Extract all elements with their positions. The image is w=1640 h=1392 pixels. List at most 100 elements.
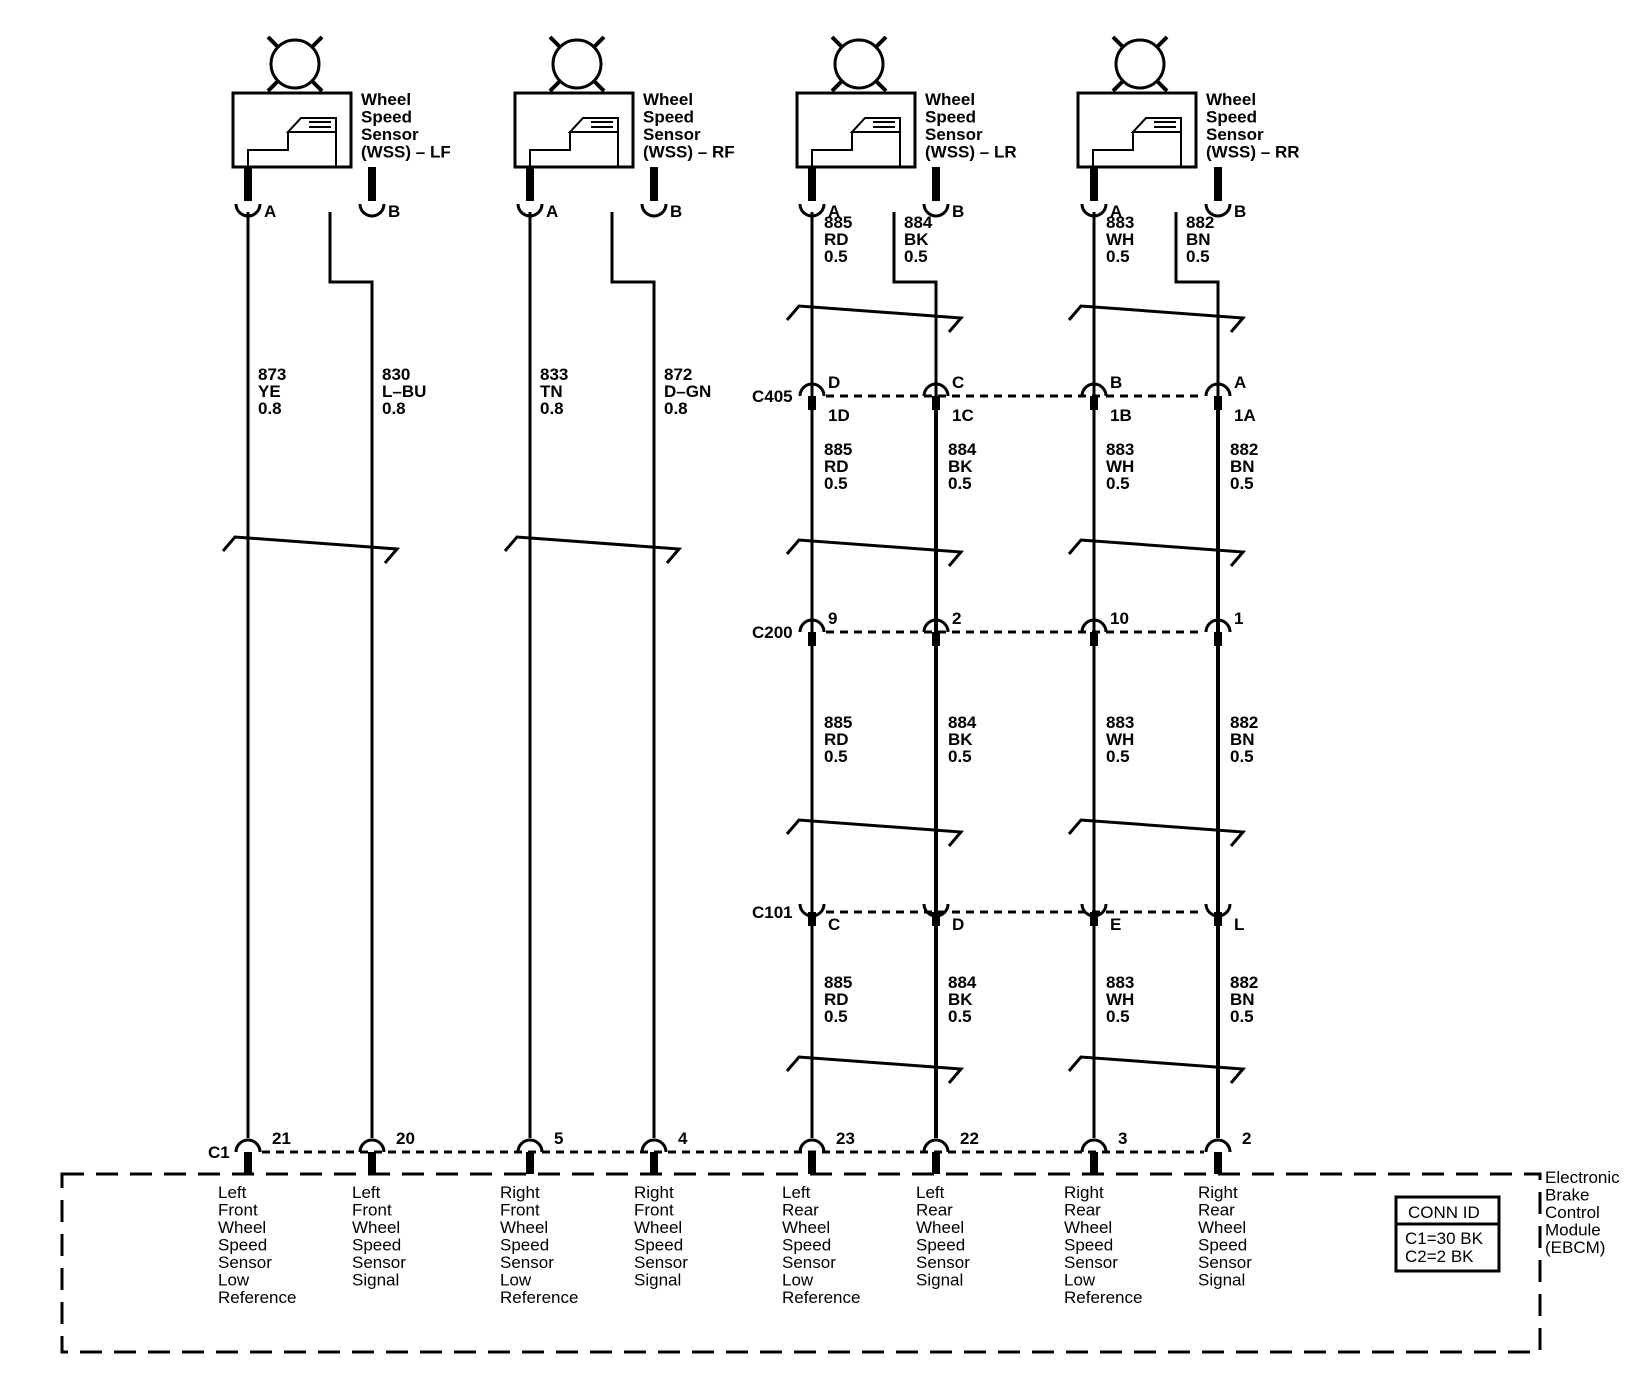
pin-function-label: Sensor: [1064, 1253, 1118, 1272]
sensor-title-line: (WSS) – RF: [643, 143, 735, 162]
sensor-pin-label: B: [952, 202, 964, 221]
wire-gauge-label: 0.8: [664, 399, 688, 418]
pin-function-label: Wheel: [1198, 1218, 1246, 1237]
connector-pin-label: A: [1234, 373, 1246, 392]
connector-pin-label: C: [828, 915, 840, 934]
pin-function-label: Sensor: [916, 1253, 970, 1272]
connector-pin-label: 2: [952, 609, 961, 628]
connector-pin-icon: [1204, 382, 1232, 397]
sensor-box: [1076, 91, 1198, 169]
pin-function-label: Signal: [634, 1271, 681, 1290]
wire-gauge-label: 0.5: [1106, 474, 1130, 493]
pin-function-label: Wheel: [500, 1218, 548, 1237]
wire-gauge-label: 0.8: [540, 399, 564, 418]
wire-color-label: BK: [948, 990, 973, 1009]
conn-id-line: C2=2 BK: [1405, 1247, 1474, 1266]
connector-pin-icon: [640, 1138, 668, 1153]
pin-function-label: Low: [500, 1271, 532, 1290]
pin-function-label: Low: [1064, 1271, 1096, 1290]
connector-pin-icon: [798, 1138, 826, 1153]
wire-color-label: RD: [824, 990, 849, 1009]
sensor-connector-icon: [358, 203, 386, 218]
pin-function-label: Wheel: [352, 1218, 400, 1237]
wire-gauge-label: 0.5: [948, 474, 972, 493]
wheel-icon: [269, 38, 321, 90]
connector-pin-label: 10: [1110, 609, 1129, 628]
wire-circuit-label: 882: [1230, 713, 1258, 732]
wheel-lug: [548, 35, 562, 49]
pin-function-label: Speed: [218, 1236, 267, 1255]
pin-function-label: Speed: [1198, 1236, 1247, 1255]
pin-function-label: Rear: [916, 1201, 953, 1220]
pin-function-label: Left: [782, 1183, 811, 1202]
sensor-probe-icon: [1130, 117, 1182, 133]
wire-rf-b: [610, 212, 656, 1138]
wire-gauge-label: 0.5: [904, 247, 928, 266]
pin-function-label: Sensor: [1198, 1253, 1252, 1272]
pin-function-label: Sensor: [500, 1253, 554, 1272]
wire-circuit-label: 883: [1106, 973, 1134, 992]
wire-break-icon: [785, 538, 965, 567]
wheel-lug: [1111, 35, 1125, 49]
connector-pin-label: B: [1110, 373, 1122, 392]
wire-circuit-label: 882: [1230, 440, 1258, 459]
pin-function-label: Front: [500, 1201, 540, 1220]
pin-function-label: Low: [782, 1271, 814, 1290]
conn-id-box: [1394, 1195, 1501, 1273]
pin-function-label: Sensor: [634, 1253, 688, 1272]
module-name-line: (EBCM): [1545, 1238, 1605, 1257]
connector-pin-label: 23: [836, 1129, 855, 1148]
wire-circuit-label: 882: [1186, 213, 1214, 232]
wire-gauge-label: 0.5: [824, 1007, 848, 1026]
wheel-lug: [310, 79, 324, 93]
sensor-title-line: Wheel: [643, 90, 693, 109]
connector-pin-label: 1B: [1110, 406, 1132, 425]
conn-id-title: CONN ID: [1408, 1203, 1480, 1222]
wire-rr-b: [1174, 212, 1220, 396]
connector-pin-label: 2: [1242, 1129, 1251, 1148]
wire-circuit-label: 884: [948, 440, 977, 459]
connector-pin-label: 22: [960, 1129, 979, 1148]
wheel-lug: [548, 79, 562, 93]
sensor-probe-icon: [567, 117, 619, 133]
wheel-lug: [830, 79, 844, 93]
pin-function-label: Sensor: [352, 1253, 406, 1272]
connector-pin-label: 4: [678, 1129, 688, 1148]
wheel-lug: [310, 35, 324, 49]
sensor-connector-icon: [922, 203, 950, 218]
wire-gauge-label: 0.5: [1106, 747, 1130, 766]
wire-break-icon: [785, 818, 965, 847]
connector-pin-label: D: [952, 915, 964, 934]
pin-function-label: Rear: [1064, 1201, 1101, 1220]
pin-function-label: Wheel: [916, 1218, 964, 1237]
connector-pin-label: L: [1234, 915, 1244, 934]
wire-color-label: BK: [904, 230, 929, 249]
connector-name: C405: [752, 387, 793, 406]
connector-pin-label: E: [1110, 915, 1121, 934]
wire-lf-b: [328, 212, 374, 1138]
wheel-lug: [874, 35, 888, 49]
module-name-line: Electronic: [1545, 1168, 1620, 1187]
wire-color-label: BN: [1230, 990, 1255, 1009]
pin-function-label: Right: [500, 1183, 540, 1202]
connector-pin-label: 3: [1118, 1129, 1127, 1148]
wire-circuit-label: 873: [258, 365, 286, 384]
wire-color-label: BN: [1186, 230, 1211, 249]
wire-circuit-label: 882: [1230, 973, 1258, 992]
sensor-pin-label: B: [1234, 202, 1246, 221]
wire-gauge-label: 0.8: [258, 399, 282, 418]
wire-break-icon: [503, 535, 683, 564]
wire-color-label: L–BU: [382, 382, 426, 401]
wire-gauge-label: 0.5: [948, 1007, 972, 1026]
wire-gauge-label: 0.5: [824, 247, 848, 266]
pin-function-label: Front: [634, 1201, 674, 1220]
wire-circuit-label: 884: [948, 713, 977, 732]
sensor-title-line: (WSS) – RR: [1206, 143, 1300, 162]
wire-color-label: D–GN: [664, 382, 711, 401]
connector-pin-icon: [922, 1138, 950, 1153]
wire-color-label: BK: [948, 457, 973, 476]
wire-gauge-label: 0.8: [382, 399, 406, 418]
wheel-lug: [1155, 79, 1169, 93]
connector-name: C101: [752, 903, 793, 922]
